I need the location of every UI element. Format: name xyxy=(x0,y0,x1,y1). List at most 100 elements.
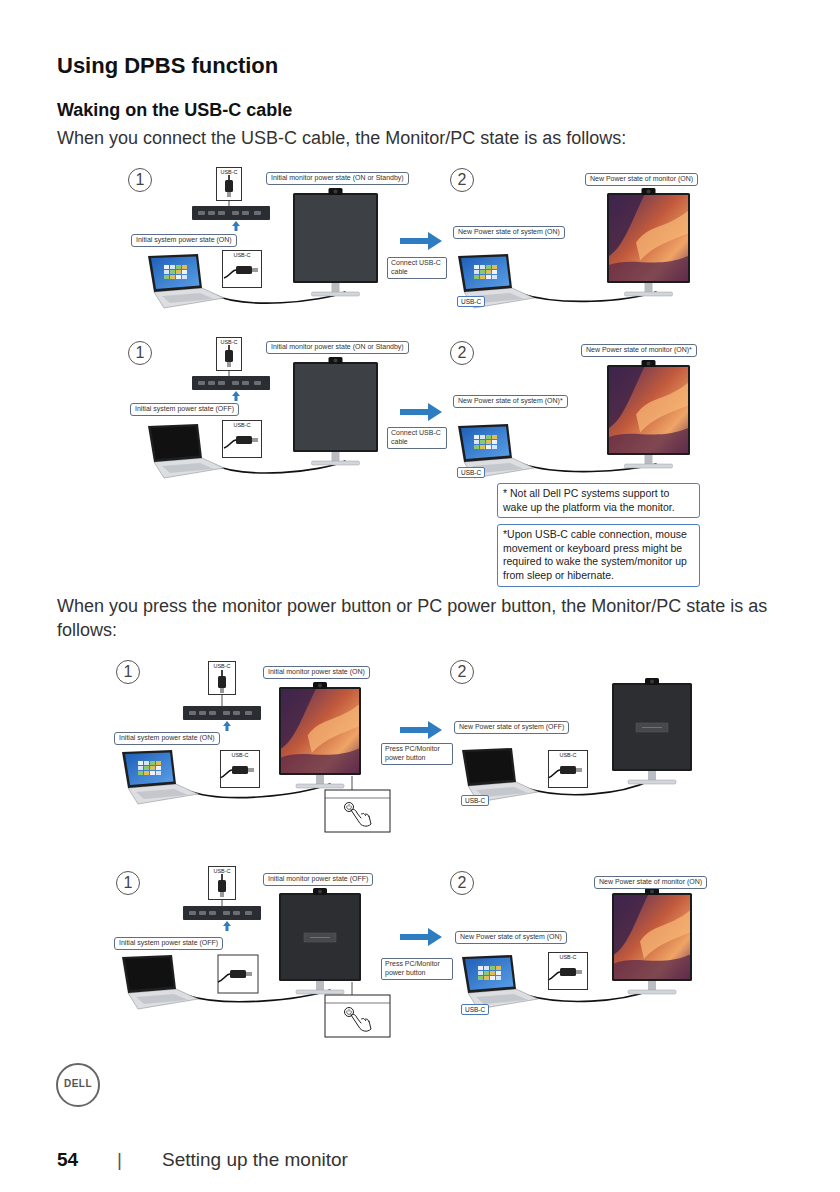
state-label: Initial system power state (ON) xyxy=(131,234,237,247)
state-label: Initial monitor power state (OFF) xyxy=(263,873,373,886)
monitor-screen xyxy=(295,364,376,450)
start-tile xyxy=(490,976,495,980)
osd-message xyxy=(636,723,668,732)
port-pointer-arrow xyxy=(223,721,231,731)
plug-callout: USB-C xyxy=(208,661,236,695)
start-tile xyxy=(480,275,485,279)
start-tile xyxy=(480,265,485,269)
laptop-keyboard xyxy=(162,463,214,473)
label-text: New Power state of system (ON) xyxy=(460,933,562,940)
state-label: New Power state of monitor (ON)* xyxy=(581,344,697,357)
usb-c-cable xyxy=(548,770,560,778)
action-label: Connect USB-C cable xyxy=(387,427,447,449)
usb-c-plug xyxy=(218,676,226,688)
label-text: New Power state of system (ON) xyxy=(458,228,560,235)
usb-c-cable xyxy=(224,440,236,448)
state-label: New Power state of monitor (ON) xyxy=(585,173,698,186)
port xyxy=(233,711,240,715)
monitor-base xyxy=(296,990,344,994)
start-tile xyxy=(474,440,479,444)
brand-logo-ring xyxy=(57,1064,99,1106)
start-tile xyxy=(492,270,497,274)
monitor-bezel xyxy=(293,362,378,452)
state-label: Initial system power state (ON) xyxy=(114,732,220,745)
laptop-screen xyxy=(465,958,514,991)
start-tile xyxy=(484,966,489,970)
step-number: 2 xyxy=(450,341,474,365)
monitor-bezel xyxy=(293,193,378,283)
start-tile xyxy=(480,435,485,439)
label-text: 1 xyxy=(136,172,145,188)
canyon-shade xyxy=(609,428,688,453)
start-tile xyxy=(156,771,161,775)
state-label: New Power state of system (ON)* xyxy=(453,395,568,408)
step-number: 1 xyxy=(128,168,152,192)
leader-line xyxy=(352,776,353,790)
webcam xyxy=(642,360,656,367)
start-tile xyxy=(496,976,501,980)
usb-c-cable xyxy=(220,770,232,778)
footnote-box: * Not all Dell PC systems support to wak… xyxy=(497,483,700,518)
state-label: New Power state of system (OFF) xyxy=(454,721,569,734)
monitor-bezel xyxy=(612,893,692,981)
start-tile xyxy=(496,966,501,970)
laptop-screen xyxy=(125,958,174,991)
start-tile xyxy=(138,771,143,775)
usb-c-tip xyxy=(227,362,231,367)
footnote-box: *Upon USB-C cable connection, mouse move… xyxy=(497,524,700,587)
port xyxy=(198,211,205,215)
state-change-arrow xyxy=(400,721,442,739)
start-tile xyxy=(156,761,161,765)
usb-c-plug xyxy=(225,350,233,362)
usb-c-cable xyxy=(221,874,223,880)
port xyxy=(199,711,206,715)
label-text: USB-C xyxy=(232,422,251,428)
label-text: USB-C xyxy=(461,469,481,476)
pressing-hand xyxy=(351,809,371,826)
port xyxy=(209,911,216,915)
port xyxy=(245,711,252,715)
laptop-screen xyxy=(151,257,200,290)
plug-callout: USB-C xyxy=(548,750,588,788)
port xyxy=(189,711,196,715)
label-text: Initial monitor power state (OFF) xyxy=(268,875,368,882)
canyon-light xyxy=(308,705,359,753)
laptop-lid xyxy=(458,424,512,462)
start-tile xyxy=(474,435,479,439)
start-tile xyxy=(144,761,149,765)
label-text: Initial system power state (ON) xyxy=(136,236,232,243)
plug-callout xyxy=(218,955,258,993)
usb-c-plug xyxy=(232,766,248,774)
usb-c-tip xyxy=(248,768,254,772)
laptop-screen xyxy=(151,427,200,460)
plug-callout: USB-C xyxy=(222,250,262,288)
start-tile xyxy=(486,440,491,444)
plug-callout: USB-C xyxy=(220,750,260,788)
monitor-edge xyxy=(325,1003,390,1004)
state-change-arrow xyxy=(400,928,442,946)
laptop-screen xyxy=(125,753,174,786)
laptop-lid xyxy=(462,955,516,993)
monitor-base xyxy=(625,292,673,296)
webcam xyxy=(645,888,659,895)
label-text: 1 xyxy=(124,875,133,891)
port xyxy=(189,911,196,915)
start-tile xyxy=(484,971,489,975)
start-tile xyxy=(150,771,155,775)
start-tile xyxy=(492,445,497,449)
monitor-base xyxy=(625,464,673,468)
label-text: 2 xyxy=(458,345,467,361)
start-tile xyxy=(486,435,491,439)
leader-line xyxy=(222,900,223,906)
start-tile xyxy=(144,771,149,775)
monitor-bezel xyxy=(279,893,361,981)
brand-logo-text: DELL xyxy=(57,1078,99,1090)
monitor-screen xyxy=(614,685,690,769)
start-tile xyxy=(480,445,485,449)
leader-line xyxy=(229,371,230,376)
laptop-lid xyxy=(458,254,512,292)
start-tile xyxy=(164,275,169,279)
usb-c-plug xyxy=(560,968,576,976)
usb-c-plug xyxy=(560,766,576,774)
pressing-hand xyxy=(361,813,369,817)
